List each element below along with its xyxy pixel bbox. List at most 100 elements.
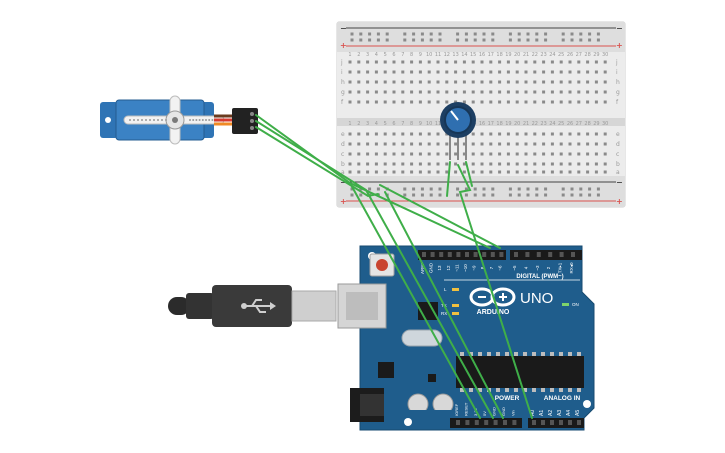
rail-hole (456, 32, 460, 36)
breadboard-hole (542, 70, 546, 74)
breadboard-hole (348, 60, 352, 64)
breadboard-column-label: 21 (523, 121, 529, 127)
usb-cable[interactable] (168, 285, 337, 327)
breadboard-hole (418, 60, 422, 64)
led-l-label: L (444, 287, 447, 292)
breadboard-hole (383, 132, 387, 136)
rail-hole (438, 38, 442, 42)
wire-pot-left-to-rail[interactable] (446, 161, 451, 197)
breadboard-hole (594, 170, 598, 174)
mount-hole (404, 418, 412, 426)
servo-horn-hole (129, 119, 131, 121)
digital-header-1 (418, 250, 506, 260)
breadboard-column-label: 13 (452, 52, 458, 58)
wire-rail-to-digital-gnd[interactable] (379, 184, 501, 249)
breadboard-row-label: d (341, 141, 345, 148)
breadboard-hole (427, 152, 431, 156)
breadboard-hole (427, 60, 431, 64)
breadboard-hole (568, 132, 572, 136)
breadboard-column-label: 21 (523, 52, 529, 58)
breadboard-hole (594, 132, 598, 136)
rail-hole (385, 38, 389, 42)
breadboard-column-label: 4 (375, 121, 378, 127)
breadboard-column-label: 22 (532, 52, 538, 58)
power-pin-label: 3.3V (473, 407, 478, 416)
breadboard-hole (577, 80, 581, 84)
breadboard-column-label: 5 (384, 121, 387, 127)
breadboard-column-label: 17 (488, 121, 494, 127)
rail-hole (473, 187, 477, 191)
breadboard-hole (542, 132, 546, 136)
rail-hole (561, 187, 565, 191)
breadboard-hole (392, 70, 396, 74)
breadboard-row-label: h (616, 79, 620, 86)
breadboard-hole (533, 70, 537, 74)
rail-hole (376, 187, 380, 191)
breadboard-hole (568, 152, 572, 156)
breadboard-hole (418, 70, 422, 74)
chip-pin (532, 388, 536, 392)
servo-horn-hole (205, 119, 207, 121)
servo-motor[interactable] (100, 95, 258, 145)
chip-pin (559, 388, 563, 392)
breadboard-hole (436, 100, 440, 104)
wire-servo-ground-to-rail[interactable] (255, 126, 379, 198)
breadboard-hole (577, 100, 581, 104)
rail-hole (596, 187, 600, 191)
chip-pin (460, 352, 464, 356)
wires[interactable] (255, 114, 533, 419)
servo-horn-hole (141, 119, 143, 121)
breadboard-column-label: 15 (470, 52, 476, 58)
header-pin (532, 420, 536, 425)
header-pin (430, 252, 435, 257)
breadboard-hole (568, 80, 572, 84)
breadboard-hole (577, 60, 581, 64)
rail-hole (456, 193, 460, 197)
breadboard-hole (454, 152, 458, 156)
rail-hole (376, 193, 380, 197)
breadboard-hole (383, 162, 387, 166)
rail-hole (517, 38, 521, 42)
breadboard-hole (498, 70, 502, 74)
rail-hole (596, 193, 600, 197)
breadboard-hole (454, 90, 458, 94)
breadboard-hole (489, 100, 493, 104)
rail-hole (412, 38, 416, 42)
breadboard-hole (603, 90, 607, 94)
wire-pot-right-to-rail[interactable] (465, 161, 473, 187)
wire-rail-to-gnd-2[interactable] (384, 191, 504, 419)
wire-servo-power-to-5v[interactable] (255, 120, 494, 419)
breadboard-hole (586, 152, 590, 156)
servo-horn-hole (198, 119, 201, 121)
potentiometer[interactable] (440, 102, 476, 160)
breadboard-hole (515, 152, 519, 156)
breadboard-column-label: 26 (567, 52, 573, 58)
breadboard-hole (524, 132, 528, 136)
reset-button[interactable] (376, 259, 388, 271)
digital-pin-label: 13 (437, 265, 442, 271)
power-header-label: POWER (495, 395, 520, 402)
rail-hole (464, 193, 468, 197)
breadboard-hole (462, 170, 466, 174)
arduino-brand: ARDUINO (477, 309, 510, 316)
breadboard-hole (524, 162, 528, 166)
breadboard-column-label: 30 (602, 52, 608, 58)
breadboard-hole (489, 80, 493, 84)
wire-rail-to-gnd[interactable] (349, 182, 481, 419)
header-pin (503, 420, 507, 425)
chip-pin (514, 388, 518, 392)
led-l (452, 288, 459, 291)
breadboard-hole (586, 170, 590, 174)
rail-hole (561, 32, 565, 36)
breadboard-hole (559, 132, 563, 136)
rail-hole (535, 193, 539, 197)
breadboard-hole (577, 90, 581, 94)
breadboard-hole (454, 60, 458, 64)
breadboard-column-label: 30 (602, 121, 608, 127)
breadboard-hole (436, 80, 440, 84)
breadboard-hole (348, 152, 352, 156)
wire-pot-wiper-to-a0[interactable] (457, 164, 533, 419)
chip-pin (523, 388, 527, 392)
